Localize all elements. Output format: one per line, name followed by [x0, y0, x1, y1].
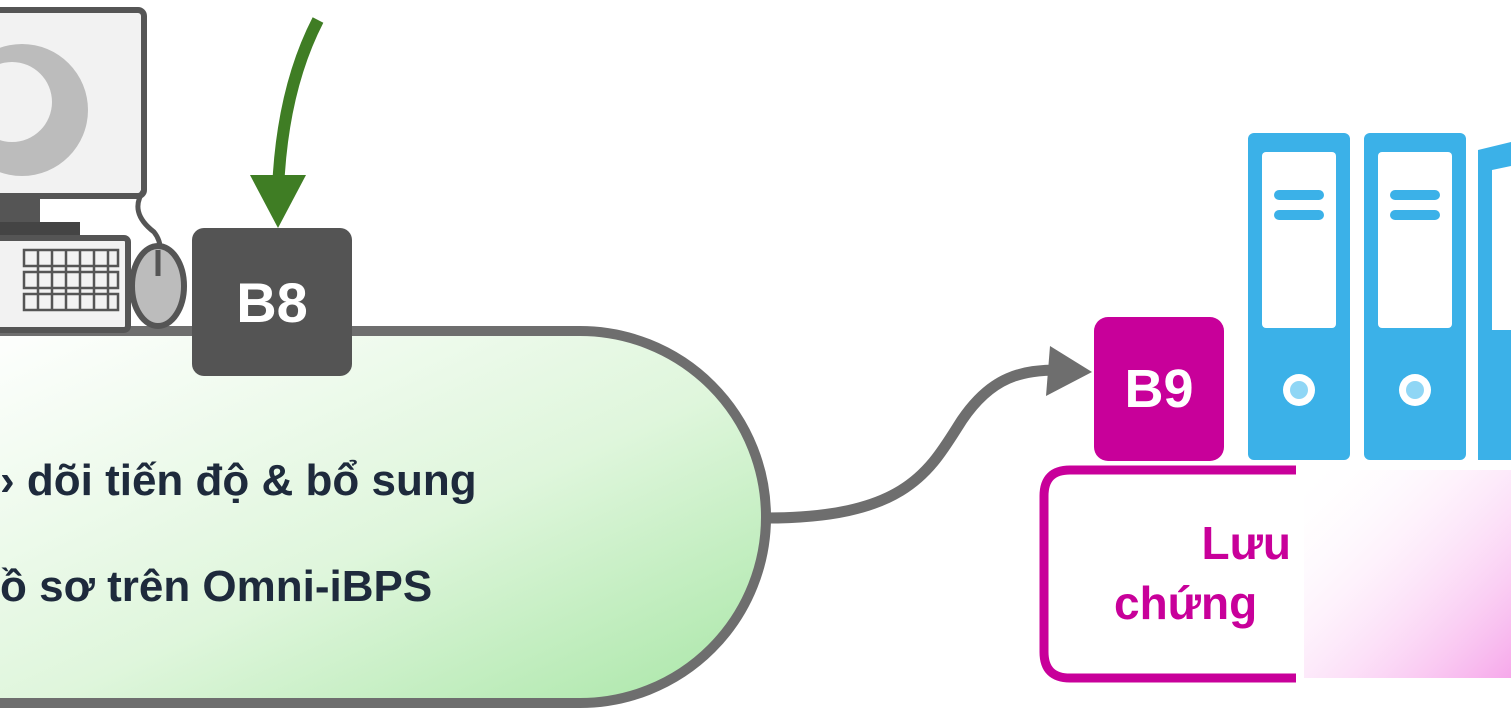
connector-arrow-icon: [765, 346, 1092, 524]
binder-folders-icon: [1248, 133, 1511, 460]
b8-text-line-2: ồ sơ trên Omni-iBPS: [0, 562, 433, 611]
desktop-computer-icon: [0, 7, 187, 333]
b9-text-line-2: chứng: [1114, 577, 1258, 629]
b8-step-badge: B8: [192, 228, 352, 376]
green-arrow-icon: [250, 17, 324, 228]
b8-process-shape: [0, 326, 771, 708]
b9-text-line-1: Lưu: [1201, 517, 1291, 569]
b9-pink-fill: [1304, 470, 1511, 678]
b9-step-badge: B9: [1094, 317, 1224, 461]
b9-label-box: [1039, 465, 1296, 683]
b8-text-line-1: › dõi tiến độ & bổ sung: [0, 456, 477, 505]
